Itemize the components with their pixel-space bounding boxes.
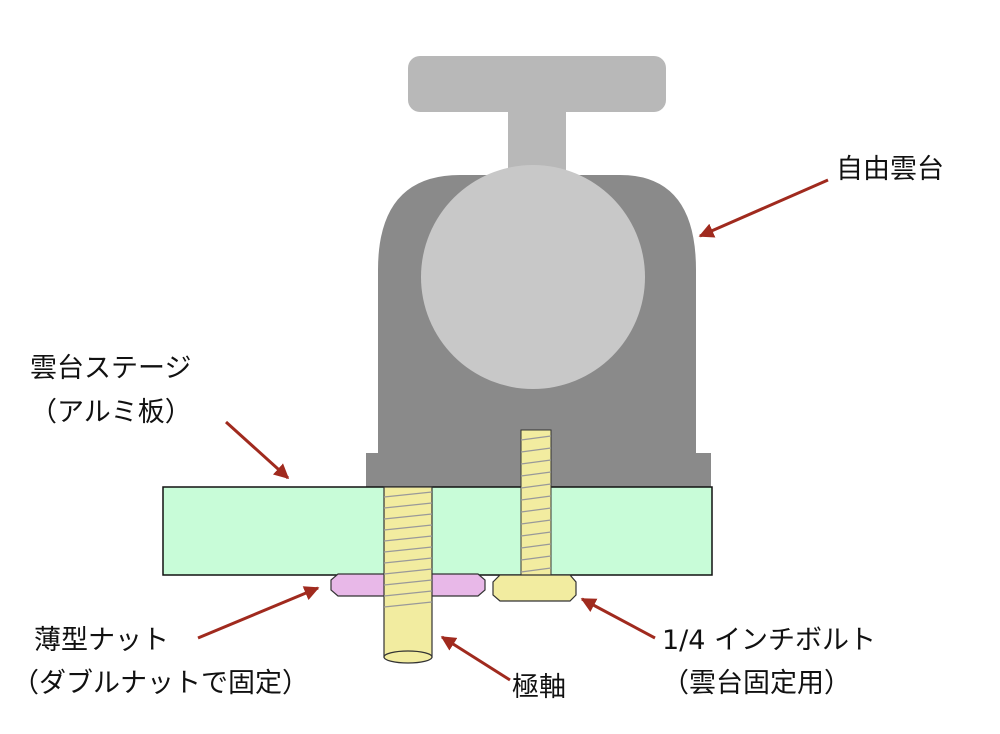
label-stage-line1: 雲台ステージ bbox=[30, 353, 192, 384]
label-bolt-line1: 1/4 インチボルト bbox=[662, 625, 877, 656]
head-ball bbox=[421, 165, 645, 389]
label-thin-nut-line1: 薄型ナット bbox=[34, 625, 169, 656]
bolt-head bbox=[492, 574, 577, 602]
ball-head bbox=[366, 56, 711, 490]
head-knob bbox=[408, 56, 666, 112]
polar-axis-shaft bbox=[383, 486, 433, 664]
arrow-pan-head bbox=[698, 178, 829, 238]
quarter-inch-bolt bbox=[492, 429, 577, 602]
label-pan-head: 自由雲台 bbox=[836, 154, 944, 185]
aluminum-plate bbox=[162, 486, 713, 576]
label-polar-axis: 極軸 bbox=[512, 672, 566, 703]
arrow-polar-axis bbox=[440, 635, 511, 682]
arrow-thin-nut bbox=[197, 586, 320, 640]
knob-stem bbox=[508, 108, 566, 170]
arrow-stage bbox=[224, 420, 290, 480]
arrow-bolt bbox=[580, 597, 656, 640]
label-thin-nut-line2: （ダブルナットで固定） bbox=[12, 668, 309, 699]
shaft-thread bbox=[383, 491, 433, 608]
shaft-end bbox=[383, 650, 433, 664]
label-bolt-line2: （雲台固定用） bbox=[662, 668, 851, 699]
label-stage-line2: （アルミ板） bbox=[30, 397, 192, 428]
bolt-thread bbox=[520, 435, 552, 573]
